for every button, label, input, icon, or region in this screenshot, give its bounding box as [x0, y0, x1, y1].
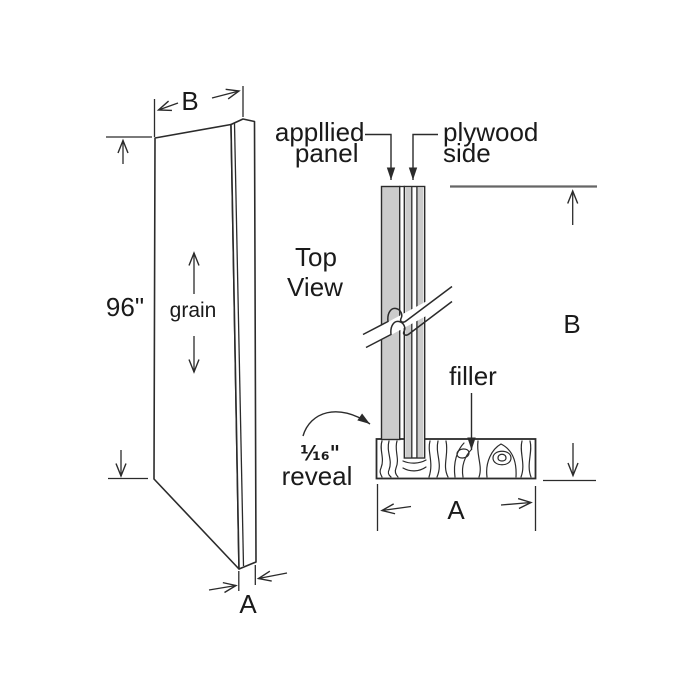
plywood-side-callout: plywood side	[408, 117, 538, 180]
panel-thickness-dimension: A	[208, 565, 288, 619]
wood-grain-line	[477, 440, 481, 478]
panel-width-dimension: B	[153, 86, 244, 137]
dimension-arrow-right	[208, 581, 238, 594]
reveal-curved-arrow	[302, 411, 371, 437]
plywood-side-leader-arrow	[408, 133, 438, 180]
top-view-title: Top View	[287, 242, 343, 302]
top-view-title-line1: Top	[295, 242, 337, 272]
applied-panel-label-line1: appllied	[275, 117, 365, 147]
panel-thickness-label: A	[239, 589, 257, 619]
wood-grain-line	[402, 466, 427, 472]
plywood-side-label-line2: side	[443, 138, 491, 168]
filler-width-label: A	[447, 495, 465, 525]
filler-label: filler	[449, 361, 497, 391]
filler-block	[375, 438, 537, 480]
applied-panel-leader-arrow	[365, 133, 396, 180]
wood-grain-knot	[497, 453, 507, 462]
break-line-upper	[362, 285, 453, 336]
wood-grain-line	[461, 449, 472, 478]
reveal-callout: ¹⁄₁₆" reveal	[282, 411, 371, 491]
applied-panel-label-line2: panel	[295, 138, 359, 168]
break-symbol	[362, 285, 453, 349]
wood-grain-line	[453, 442, 465, 478]
plywood-ply	[417, 187, 424, 458]
dimension-arrow-right	[500, 497, 533, 510]
panel-height-dimension: 96"	[106, 136, 152, 480]
wood-grain-line	[394, 440, 399, 478]
dimension-arrow-left	[380, 503, 412, 515]
wood-grain-knot	[456, 448, 470, 459]
grain-label: grain	[170, 299, 217, 322]
panel-edge-inner-line	[233, 123, 245, 567]
wood-grain-line	[402, 459, 427, 464]
panel-width-label: B	[181, 86, 198, 116]
grain-annotation: grain	[170, 251, 217, 374]
wood-grain-line	[379, 440, 384, 478]
depth-label: B	[563, 309, 580, 339]
plywood-side-label-line1: plywood	[443, 117, 538, 147]
break-line-lower	[365, 300, 453, 349]
wood-grain-line	[387, 440, 392, 478]
dimension-arrow-right	[211, 88, 241, 100]
filler-width-dimension: A	[376, 484, 537, 531]
wood-grain-line	[486, 443, 517, 478]
filler-wood-grain	[379, 440, 532, 478]
wood-grain-line	[444, 440, 449, 478]
wood-grain-line	[520, 440, 524, 478]
wood-grain-line	[528, 440, 532, 478]
wood-grain-knot	[492, 450, 512, 466]
wood-grain-line	[428, 440, 432, 478]
top-view-title-line2: View	[287, 272, 343, 302]
wood-grain-line	[436, 440, 440, 478]
panel-height-label: 96"	[106, 292, 144, 322]
panel-perspective-view	[153, 118, 257, 570]
panel-front-face	[153, 123, 240, 570]
filler-callout: filler	[449, 361, 497, 450]
reveal-label: reveal	[282, 461, 353, 491]
reveal-fraction-label: ¹⁄₁₆"	[300, 441, 340, 465]
dimension-arrow-left	[156, 100, 179, 112]
dimension-arrow-left	[256, 570, 288, 582]
depth-dimension: B	[450, 185, 597, 482]
applied-panel-bar	[380, 185, 401, 441]
applied-panel-callout: appllied panel	[275, 117, 396, 180]
